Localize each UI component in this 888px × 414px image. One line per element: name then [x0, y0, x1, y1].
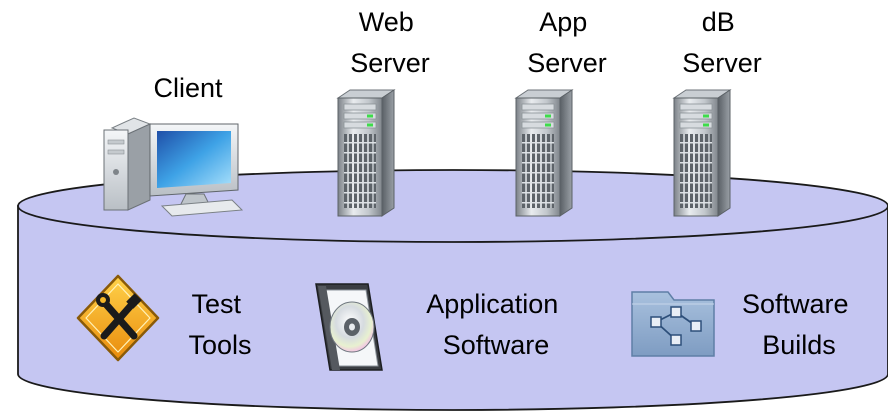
db-server-icon	[673, 89, 731, 217]
client-computer-icon	[103, 117, 244, 217]
build-folder-icon	[631, 291, 715, 357]
software-cd-case-icon	[315, 283, 383, 371]
client-label: Client	[153, 73, 223, 103]
application-software-label: Application Software	[426, 289, 566, 360]
app-server-label: App Server	[527, 7, 607, 78]
db-server-label: dB Server	[682, 7, 762, 78]
web-server-icon	[337, 89, 395, 217]
app-server-icon	[515, 89, 573, 217]
software-builds-label: Software Builds	[742, 289, 856, 360]
tools-warning-sign-icon	[76, 274, 160, 362]
test-tools-label: Test Tools	[188, 289, 251, 360]
web-server-label: Web Server	[350, 7, 430, 78]
